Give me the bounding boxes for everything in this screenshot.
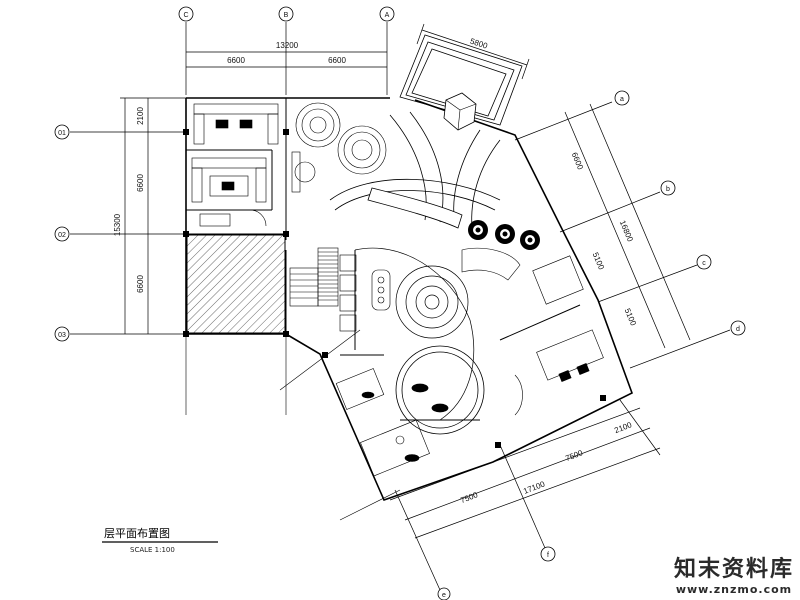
dim-bottom-left: 7500 [459, 490, 479, 505]
bottom-grid-lines [389, 399, 661, 591]
dim-right-total: 16800 [618, 219, 635, 244]
left-grid-lines [70, 97, 186, 335]
watermark-brand: 知末资料库 [673, 557, 794, 582]
central-rotunda [354, 247, 475, 421]
round-seating-top [291, 102, 387, 193]
dim-bottom-right: 7500 [564, 448, 584, 463]
grid-label-right-c: c [702, 260, 706, 267]
right-grid-lines [514, 101, 731, 369]
grid-label-left-a: 01 [58, 130, 66, 137]
drawing-title: 层平面布置图 [104, 527, 170, 540]
dim-top-total: 13200 [276, 41, 299, 50]
grid-label-top-a: C [183, 12, 188, 19]
hatched-service-area [186, 234, 286, 334]
staircase [289, 247, 339, 307]
dim-top-right: 6600 [328, 56, 346, 65]
top-grid-lines [185, 22, 388, 95]
dim-bottom-edge: 2100 [613, 420, 633, 435]
interior-walls [186, 98, 581, 421]
restroom-cubicles [339, 254, 391, 332]
grid-label-right-b: b [666, 186, 670, 193]
grid-label-bottom-a: e [442, 592, 446, 599]
bottom-grid-bubbles: e f [437, 546, 556, 600]
grid-label-left-c: 03 [58, 332, 66, 339]
dim-top-left: 6600 [227, 56, 245, 65]
lower-lounge-furniture [335, 368, 430, 477]
grid-label-left-b: 02 [58, 232, 66, 239]
watermark-url: www.znzmo.com [675, 583, 793, 596]
top-grid-bubbles: C B A [178, 6, 395, 22]
lower-round-room [395, 345, 485, 435]
grid-label-right-a: a [620, 96, 624, 103]
top-angled-dimension [416, 23, 530, 80]
leader-lines [185, 329, 401, 521]
drawing-scale: SCALE 1:100 [130, 546, 175, 554]
building-outline [185, 97, 633, 501]
grid-label-top-c: A [385, 12, 390, 19]
left-grid-bubbles: 01 02 03 [54, 124, 70, 342]
right-grid-bubbles: a b c d [614, 90, 746, 336]
grid-label-top-b: B [284, 12, 289, 19]
right-lounge-furniture [461, 247, 604, 416]
grid-label-right-d: d [736, 326, 740, 333]
dim-bottom-total: 17100 [522, 479, 547, 496]
dim-right-mid: 5100 [591, 251, 606, 271]
dim-left-top: 2100 [136, 107, 145, 125]
dim-left-total: 15300 [113, 213, 122, 236]
round-stools [468, 220, 540, 250]
dim-left-bottom: 6600 [136, 275, 145, 293]
dim-right-lower: 5100 [623, 307, 638, 327]
watermark: 知末资料库 www.znzmo.com [674, 557, 794, 596]
lounge-furniture-top-left [191, 103, 279, 227]
grid-label-bottom-b: f [547, 552, 549, 559]
bar-counter [367, 187, 463, 229]
dim-left-mid: 6600 [136, 174, 145, 192]
